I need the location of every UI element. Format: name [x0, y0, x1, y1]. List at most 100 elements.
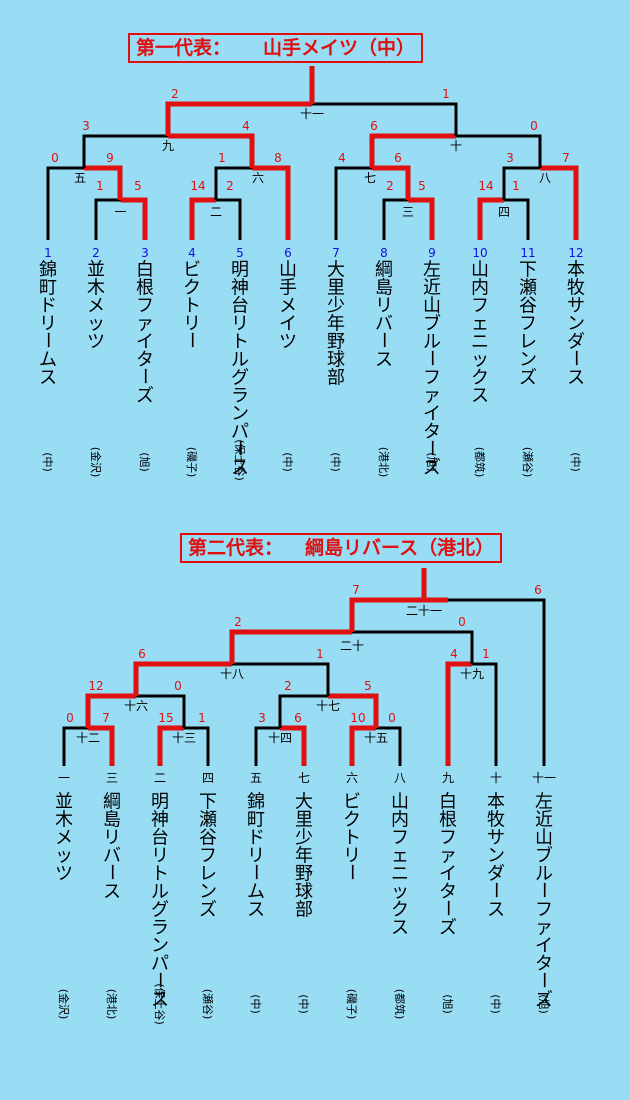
- svg-text:タ: タ: [535, 954, 553, 975]
- svg-text:ト: ト: [231, 332, 249, 353]
- svg-text:内: 内: [391, 810, 409, 831]
- svg-text:ー: ー: [533, 971, 554, 989]
- bottom-game-十六-score-left: 12: [88, 679, 103, 693]
- svg-text:ー: ー: [37, 331, 58, 349]
- svg-text:錦: 錦: [39, 260, 57, 281]
- svg-text:フ: フ: [136, 296, 154, 317]
- svg-text:木: 木: [87, 278, 105, 299]
- svg-text:ェ: ェ: [391, 846, 409, 867]
- top-game-一-score-left: 1: [96, 179, 104, 193]
- svg-text:ク: ク: [343, 810, 361, 831]
- top-team-10-region: (都筑): [473, 447, 487, 478]
- svg-text:山: 山: [423, 296, 441, 317]
- svg-text:年: 年: [295, 846, 313, 867]
- bottom-team-9-region: (旭): [441, 994, 455, 1014]
- top-team-11-region: (瀬谷): [521, 447, 535, 478]
- top-game-1-label: 一: [114, 205, 126, 219]
- svg-text:台: 台: [231, 296, 249, 317]
- svg-text:ラ: ラ: [151, 918, 169, 939]
- svg-text:ー: ー: [229, 439, 250, 457]
- svg-text:ム: ム: [39, 350, 57, 371]
- top-team-7-region: (中): [329, 452, 342, 472]
- svg-text:ー: ー: [245, 863, 266, 881]
- bottom-game-十二-score-left: 0: [66, 711, 74, 725]
- svg-text:ー: ー: [565, 349, 586, 367]
- bottom-team-8-region: (都筑): [393, 989, 407, 1020]
- top-game-四-score-right: 1: [512, 179, 520, 193]
- svg-text:リ: リ: [103, 828, 121, 849]
- bottom-game-十五-score-left: 10: [350, 711, 365, 725]
- svg-text:(中): (中): [297, 994, 310, 1014]
- svg-text:ニ: ニ: [391, 864, 409, 885]
- top-game-六-score-right: 8: [274, 151, 282, 165]
- bottom-team-2-slot: 三: [106, 771, 118, 785]
- bottom-team-3-slot: 二: [154, 771, 166, 785]
- first-representative-team: 山手メイツ（中）: [263, 37, 416, 59]
- second-representative-team: 綱島リバース（港北）: [305, 537, 495, 559]
- top-game-五-label: 五: [74, 171, 86, 185]
- svg-text:ス: ス: [231, 458, 249, 479]
- svg-text:里: 里: [327, 278, 345, 299]
- svg-text:ン: ン: [231, 404, 249, 425]
- svg-text:ル: ル: [151, 882, 169, 903]
- svg-text:フ: フ: [199, 846, 217, 867]
- svg-text:(中): (中): [249, 994, 262, 1014]
- svg-text:ー: ー: [341, 863, 362, 881]
- svg-text:ス: ス: [39, 368, 57, 389]
- svg-text:(磯子): (磯子): [185, 447, 198, 478]
- top-game-2-left-line: [189, 197, 216, 240]
- bottom-game-十六-right-line: [136, 694, 186, 728]
- top-game-八-score-right: 7: [562, 151, 570, 165]
- svg-text:内: 内: [471, 278, 489, 299]
- top-game-六-left-line: [214, 166, 252, 200]
- bottom-game-十六-label: 十六: [124, 699, 148, 713]
- top-game-1-left-line: [94, 198, 121, 240]
- top-game-五-left-line: [46, 166, 84, 240]
- bottom-team-11-slot: 十一: [532, 771, 556, 785]
- top-game-十一-right-line: [312, 102, 458, 136]
- svg-text:左: 左: [423, 260, 441, 281]
- svg-text:大: 大: [295, 792, 313, 813]
- svg-text:野: 野: [327, 332, 345, 353]
- svg-text:部: 部: [295, 900, 313, 921]
- svg-text:ッ: ッ: [391, 882, 409, 903]
- top-game-八-right-line: [540, 165, 579, 240]
- svg-text:大: 大: [327, 260, 345, 281]
- svg-text:ン: ン: [519, 350, 537, 371]
- svg-text:白: 白: [136, 260, 154, 281]
- svg-text:リ: リ: [247, 846, 265, 867]
- bottom-game-十二-right-line: [88, 725, 115, 766]
- top-team-4-region: (磯子): [185, 447, 198, 478]
- bottom-team-8-slot: 八: [394, 771, 406, 785]
- top-game-九-label: 九: [162, 139, 174, 153]
- svg-text:(中): (中): [281, 452, 294, 472]
- bottom-game-十九-left-line: [445, 661, 472, 766]
- svg-text:部: 部: [327, 368, 345, 389]
- top-game-2-label: 二: [210, 205, 222, 219]
- svg-text:島: 島: [375, 278, 393, 299]
- svg-text:ス: ス: [247, 900, 265, 921]
- top-game-九-score-right: 4: [242, 119, 250, 133]
- top-game-十-score-left: 6: [370, 119, 378, 133]
- svg-text:ァ: ァ: [439, 846, 457, 867]
- top-game-一-score-right: 5: [134, 179, 142, 193]
- svg-text:フ: フ: [535, 900, 553, 921]
- bottom-game-十四-score-right: 6: [294, 711, 302, 725]
- bottom-team-10-slot: 十: [490, 771, 502, 785]
- svg-text:(港北): (港北): [377, 447, 390, 478]
- top-team-10-seed: 10: [472, 246, 487, 260]
- svg-text:綱: 綱: [103, 792, 121, 813]
- svg-text:ッ: ッ: [87, 314, 105, 335]
- top-team-3-region: (旭): [138, 452, 152, 472]
- svg-text:ッ: ッ: [55, 846, 73, 867]
- top-game-二-score-right: 2: [226, 179, 234, 193]
- bottom-game-十六-score-right: 0: [174, 679, 182, 693]
- bottom-team-9-slot: 九: [442, 771, 454, 785]
- top-game-七-score-right: 6: [394, 151, 402, 165]
- svg-text:(旭): (旭): [425, 452, 439, 472]
- top-team-8-name: 綱島リバース: [373, 260, 394, 371]
